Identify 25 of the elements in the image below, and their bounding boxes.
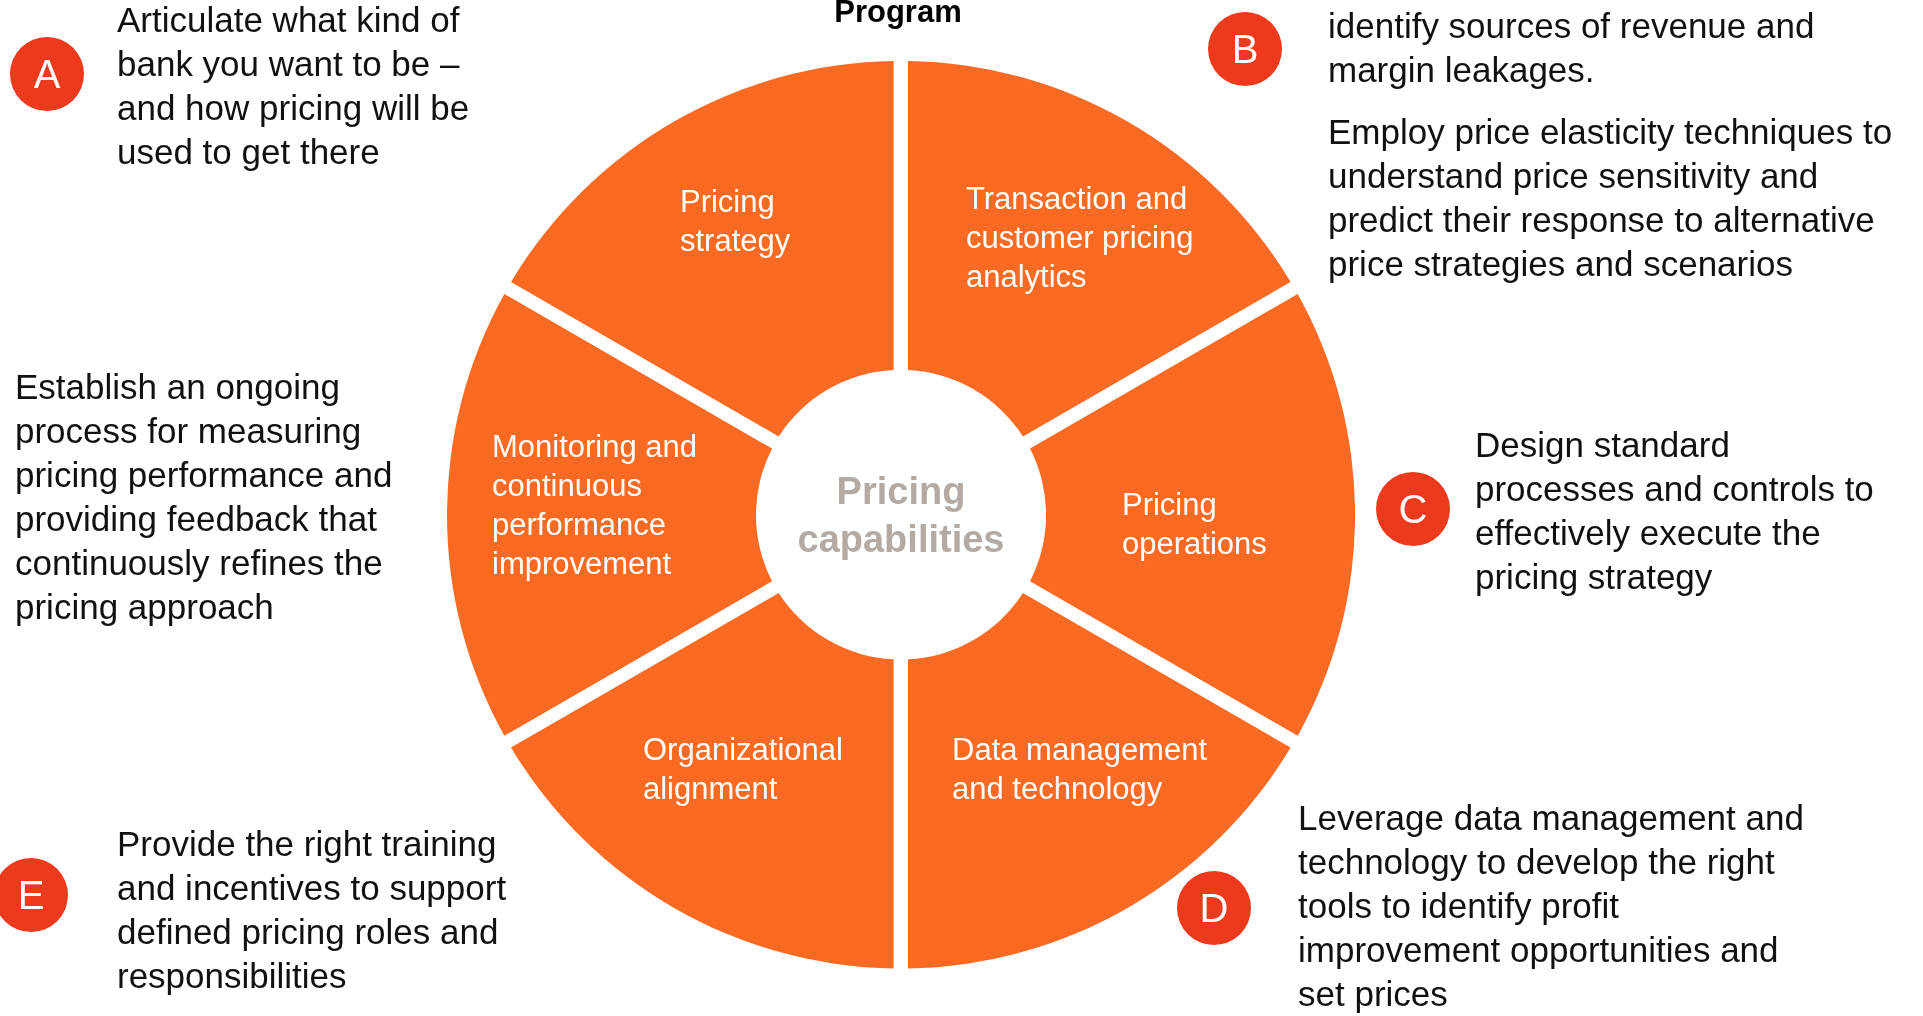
wheel-segment	[908, 593, 1291, 969]
description-text: identify sources of revenue and margin leakages.	[1328, 5, 1816, 91]
description-text: Establish an ongoing process for measuring pricing performance and providing feedback that continuously refines the pricing approach	[15, 366, 394, 628]
wheel-segment	[511, 593, 894, 969]
wheel-segment	[1029, 294, 1355, 736]
segment-label: Pricing strategy	[680, 183, 792, 260]
segment-label: Monitoring and continuous performance improvement	[492, 428, 699, 583]
segment-label: Organizational alignment	[643, 731, 844, 808]
description-text: Leverage data management and technology to develop the right tools to identify profit improvement opportunities and set prices	[1298, 797, 1805, 1015]
description-text: Articulate what kind of bank you want to be – and how pricing will be used to get there	[117, 0, 471, 173]
description-text: Design standard processes and controls to effectively execute the pricing strategy	[1475, 424, 1875, 598]
diagram-title: Program	[833, 0, 963, 30]
center-label: Pricing capabilities	[796, 469, 1006, 562]
letter-badge: C	[1376, 472, 1450, 546]
description-text: Employ price elasticity techniques to understand price sensitivity and predict their response to alternative price strategies and scenarios	[1328, 111, 1894, 285]
letter-badge: B	[1208, 12, 1282, 86]
letter-badge: A	[10, 37, 84, 111]
segment-label: Data management and technology	[952, 731, 1209, 808]
segment-label: Transaction and customer pricing analytics	[966, 180, 1195, 296]
letter-badge: E	[0, 858, 68, 932]
wheel-segment	[447, 294, 773, 736]
letter-badge: D	[1177, 871, 1251, 945]
segment-label: Pricing operations	[1122, 486, 1268, 563]
wheel-segment	[908, 61, 1291, 437]
description-text: Provide the right training and incentives to support defined pricing roles and responsibilities	[117, 823, 508, 997]
